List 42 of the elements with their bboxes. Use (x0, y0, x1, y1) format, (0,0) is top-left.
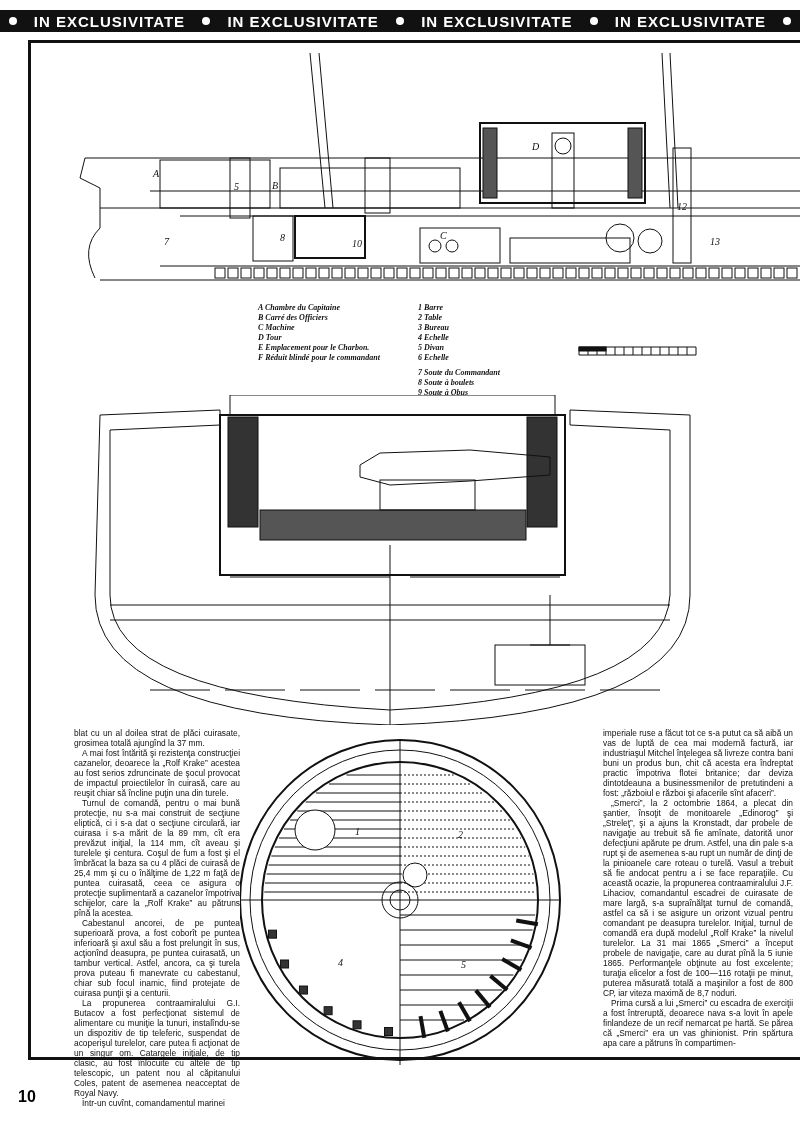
callout-label: 5 (234, 181, 239, 192)
key-entry: 1 Barre (418, 303, 444, 313)
callout-label: 10 (352, 238, 362, 249)
key-entry: F Réduit blindé pour le commandant (258, 353, 380, 363)
key-entry: D Tour (258, 333, 282, 343)
key-entry: 8 Soute à boulets (418, 378, 475, 388)
page-number: 10 (18, 1088, 36, 1106)
key-entry: B Carré des Officiers (258, 313, 328, 323)
key-entry: A Chambre du Capitaine (258, 303, 341, 313)
callout-label: 12 (677, 201, 687, 212)
banner-text: IN EXCLUSIVITATE (421, 12, 573, 30)
callout-label: A (153, 168, 160, 179)
banner-text: IN EXCLUSIVITATE (227, 12, 379, 30)
callout-label: 8 (280, 232, 285, 243)
callout-label: D (532, 141, 540, 152)
callout-label: 7 (164, 236, 169, 247)
body-paragraph: Turnul de comandă, pentru o mai bună protecţie, nu s-a mai construit de secţiune eliptică, ci i s-a dat o secţiune circulară, iar cuirasa i s-a mărit de la 89 mm, cît era prevăzut iniţial, la 114 mm, cît aveau şi turelele şi centura. Coşul de fum a fost şi el îmbrăcat la baza sa cu 4 plăci de cuirasă de 25,4 mm şi cu o înălţime de 1,22 m faţă de puntea cuirasată, ceea ce asigura o protecţie suplimentară a cazanelor împotriva schijelor, care la „Rolf Krake” au pătruns pînă la acestea. (74, 798, 240, 918)
key-entry: 6 Echelle (418, 353, 449, 363)
key-entry: 3 Bureau (418, 323, 449, 333)
key-entry: E Emplacement pour le Charbon. (258, 343, 370, 353)
callout-label: 1 (355, 826, 360, 837)
callout-label: 13 (710, 236, 720, 247)
body-paragraph: „Smerci”, la 2 octombrie 1864, a plecat din şantier, însoţit de monitoarele „Edinorog” şi „Streleţ”, şi a ajuns la Kronstadt, dar probele de navigaţie au trebuit să fie amînate, datorită unor defecţiuni apărute pe drum. Astfel, una din pale s-a rupt şi de asemenea s-au rupt un număr de dinţi de la pinioanele care roteau o turelă. Vasul a trebuit să fie andocat pentru a i se face reparaţiile. Cu această ocazie, la propunerea contraamiralului J.F. Lihaciov, comandantul escadrei de cuirasate de mare largă, s-a supraînălţat turnul de comandă, astfel ca să i se asigure un orizont vizual pentru comandant pe deasupra turelelor. Iniţial, turnul de comandă era după modelul „Rolf Krake” la nivelul turelelor. La 31 mai 1865 „Smerci” a început probele de navigaţie, care au durat pînă la 5 iunie 1865. Performanţele obţinute au fost excelente; turaţia elicelor a fost de 100—116 rotaţii pe minut, puterea măsurată totală a maşinilor a fost de 800 CP, iar viteza maximă de 8,7 noduri. (603, 798, 793, 998)
body-paragraph: Cabestanul ancorei, de pe puntea superioară prova, a fost coborît pe puntea inferioară şi axul său a fost prelungit în sus, acţionînd deasupra, pe puntea cuirasată, un tambur vertical. Astfel, ancora, ca şi turela prova puteau fi manevrate cu cabestanul, chiar sub focul inamic, fiind protejate de cuirasa punţii şi a centurii. (74, 918, 240, 998)
banner-text: IN EXCLUSIVITATE (33, 12, 186, 30)
key-entry: 4 Echelle (418, 333, 449, 343)
callout-label: 5 (461, 959, 466, 970)
body-paragraph: imperiale ruse a făcut tot ce s-a putut ca să aibă un vas de luptă de cea mai modernă factură, iar industriaşul Mitchel înţelegea să livreze contra bani buni un produs bun, chit că acesta era îndreptat practic împotriva flotei britanice; dar deviza dintotdeauna a businessmenilor de pretutindeni a fost: „războiul e război şi afacerile sînt afaceri”. (603, 728, 793, 798)
key-entry: C Machine (258, 323, 295, 333)
key-entry: 7 Soute du Commandant (418, 368, 501, 378)
body-paragraph: A mai fost întărită şi rezistenţa construcţiei cazanelor, deoarece la „Rolf Krake” acestea au fost serios zdruncinate de şocul provocat de impactul proiectilelor în cuirasă, care au reuşit chiar să încline puţin una din turele. (74, 748, 240, 798)
body-paragraph: Într-un cuvînt, comandamentul marinei (82, 1098, 226, 1108)
callout-label: C (440, 230, 447, 241)
callout-label: B (272, 180, 279, 191)
callout-label: 4 (338, 957, 343, 968)
key-entry: 9 Soute à Obus (418, 388, 468, 398)
key-entry: 5 Divan (418, 343, 444, 353)
banner-text: IN EXCLUSIVITATE (614, 12, 767, 30)
callout-label: 2 (458, 829, 463, 840)
body-paragraph: Prima cursă a lui „Smerci” cu escadra de exerciţii a fost întreruptă, deoarece nava s-a lovit în apele finlandeze de un recif nemarcat pe hartă. Se părea că „Smerci” era un vas ghinionist. Prin spărtura apa care a pătruns în compartimen- (603, 998, 793, 1048)
body-paragraph: blat cu un al doilea strat de plăci cuirasate, grosimea totală ajungînd la 37 mm. (74, 728, 240, 748)
key-entry: 2 Table (418, 313, 442, 323)
